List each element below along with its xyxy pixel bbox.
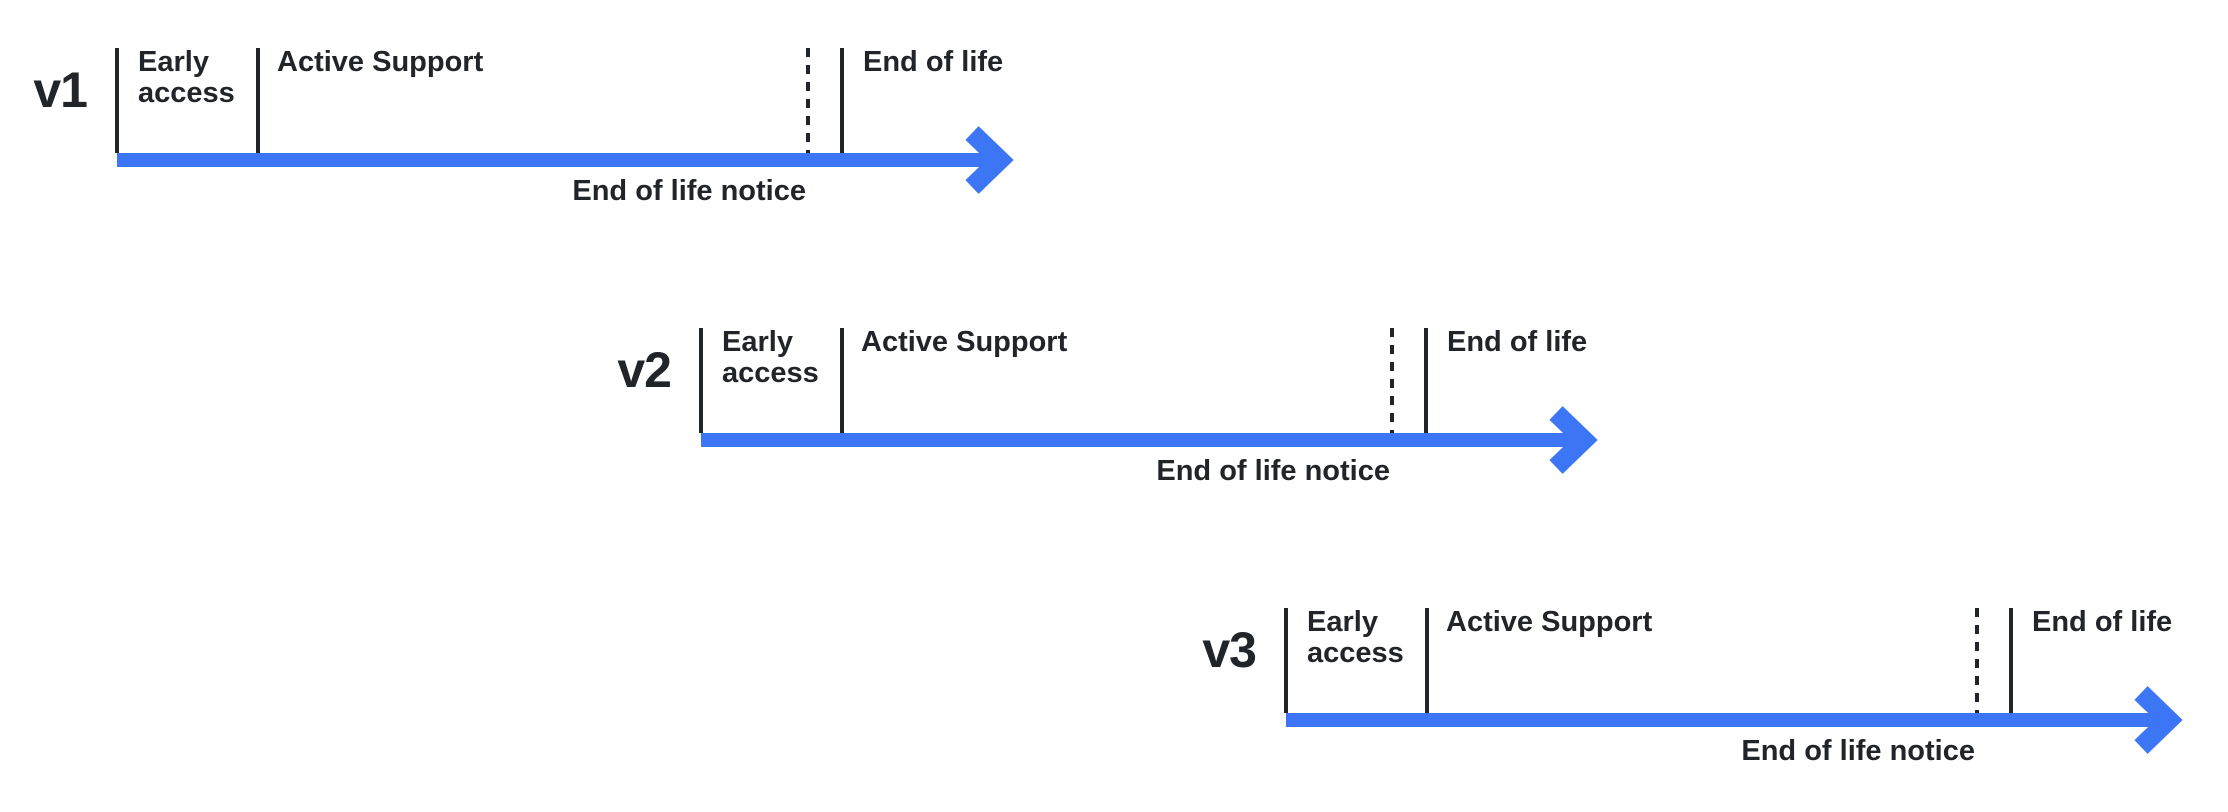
version-label: v1 (33, 62, 88, 118)
eol-notice-label: End of life notice (1741, 735, 1975, 767)
active-support-label: Active Support (277, 46, 484, 78)
end-of-life-label: End of life (863, 46, 1004, 78)
early-access-label: Early access (1307, 606, 1404, 669)
end-of-life-label: End of life (1447, 326, 1588, 358)
active-support-label: Active Support (1446, 606, 1653, 638)
early-access-label: Early access (722, 326, 819, 389)
active-support-label: Active Support (861, 326, 1068, 358)
timeline-graphic (115, 48, 1014, 194)
end-of-life-label: End of life (2032, 606, 2173, 638)
arrowhead-icon (965, 126, 1014, 194)
early-access-label: Early access (138, 46, 235, 109)
eol-notice-label: End of life notice (1156, 455, 1390, 487)
timeline-graphic (699, 328, 1598, 474)
arrowhead-icon (1549, 406, 1598, 474)
arrowhead-icon (2134, 686, 2183, 754)
eol-notice-label: End of life notice (572, 175, 806, 207)
timeline-graphic (1284, 608, 2183, 754)
version-label: v2 (617, 342, 672, 398)
version-label: v3 (1202, 622, 1257, 678)
